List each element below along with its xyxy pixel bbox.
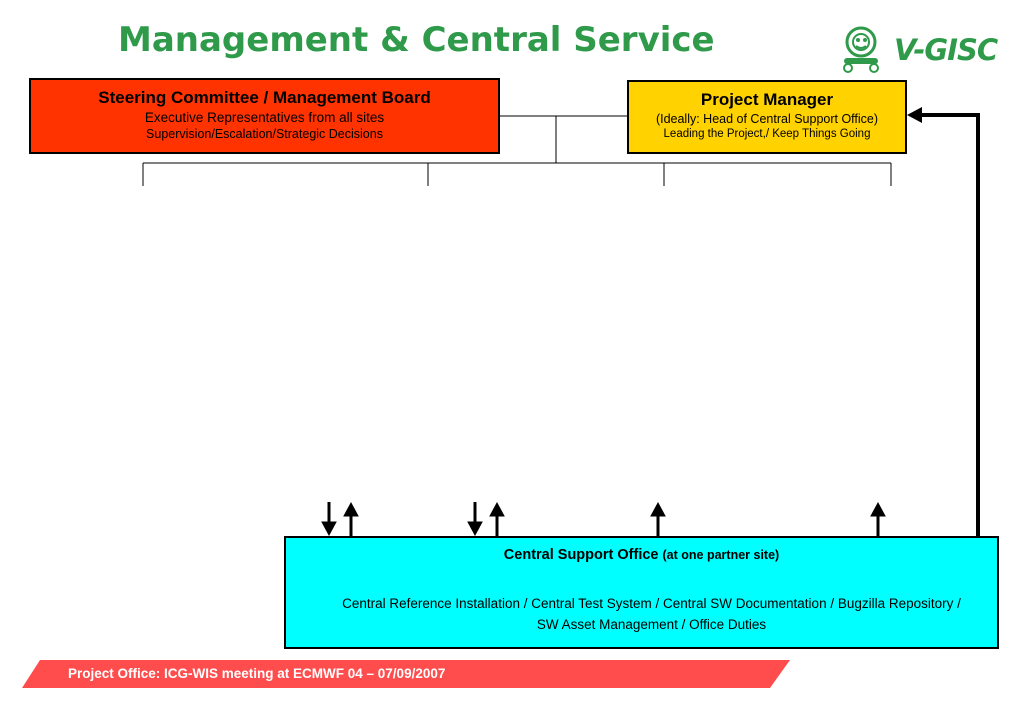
steering-line1: Executive Representatives from all sites (144, 110, 385, 125)
steering-committee-box: Steering Committee / Management Board Ex… (29, 78, 500, 154)
central-support-office-box: Central Support Office (at one partner s… (284, 536, 999, 649)
footer-banner (22, 660, 790, 688)
footer-text: Project Office: ICG-WIS meeting at ECMWF… (68, 666, 446, 681)
logo-text: V-GISC (894, 33, 998, 67)
cso-heading-sub: (at one partner site) (662, 548, 780, 562)
steering-line2: Supervision/Escalation/Strategic Decisio… (146, 127, 383, 141)
feedback-arrow-head (907, 107, 922, 123)
arrow-pair-2 (467, 501, 505, 537)
cso-heading-line: Central Support Office (at one partner s… (286, 547, 997, 563)
cso-body: Central Reference Installation / Central… (342, 596, 961, 632)
pm-heading: Project Manager (700, 90, 834, 109)
arrow-pair-1 (321, 501, 359, 537)
arrow-up-3 (650, 501, 666, 536)
page-title: Management & Central Service (118, 20, 715, 60)
cso-heading: Central Support Office (503, 547, 659, 563)
vgisc-emblem-icon (843, 26, 879, 73)
steering-heading: Steering Committee / Management Board (98, 88, 431, 107)
logo: V-GISC (838, 22, 1008, 78)
arrow-up-4 (870, 501, 886, 536)
pm-line2: Leading the Project,/ Keep Things Going (663, 128, 871, 140)
pm-line1: (Ideally: Head of Central Support Office… (655, 112, 879, 126)
project-manager-box: Project Manager (Ideally: Head of Centra… (627, 80, 907, 154)
feedback-arrow (920, 113, 980, 536)
